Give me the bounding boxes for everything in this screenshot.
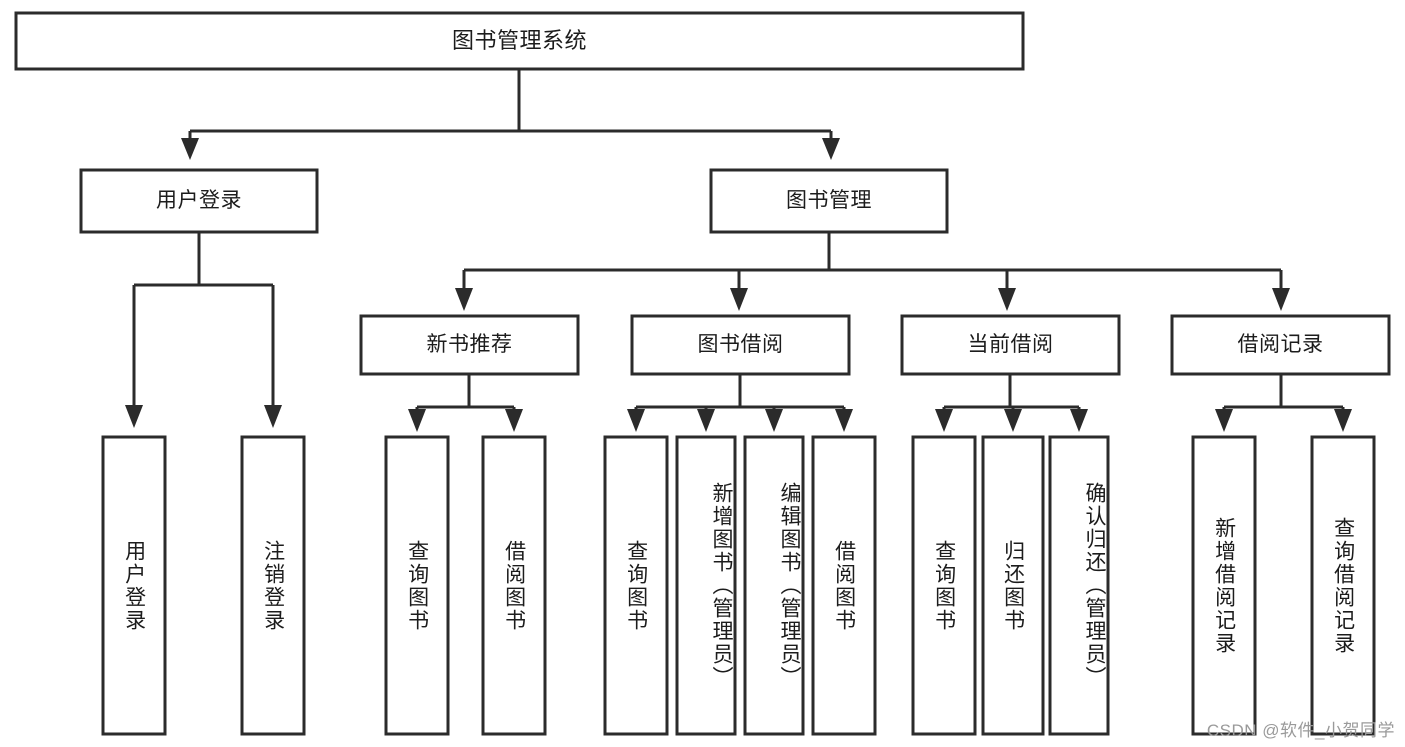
- node-box-leaf-borrow-book-2[interactable]: [811, 435, 877, 736]
- node-box-leaf-confirm-return[interactable]: [1048, 435, 1110, 736]
- arrow-head-borrow-book-2: [835, 409, 853, 432]
- arrow-head-book-manage: [822, 138, 840, 160]
- node-box-leaf-query-book-2[interactable]: [603, 435, 669, 736]
- node-box-leaf-query-book-1[interactable]: [384, 435, 450, 736]
- node-box-borrow-record[interactable]: [1170, 314, 1391, 376]
- arrow-head-query-book-2: [627, 409, 645, 432]
- node-box-leaf-query-record[interactable]: [1310, 435, 1376, 736]
- arrow-head-user-login-leaf: [125, 405, 143, 428]
- arrow-head-user-login: [181, 138, 199, 160]
- node-box-user-login[interactable]: [79, 168, 319, 234]
- node-box-leaf-return-book[interactable]: [981, 435, 1045, 736]
- edge-group-current-borrow: [935, 374, 1088, 432]
- arrow-head-confirm-return: [1070, 409, 1088, 432]
- arrow-head-query-book-1: [408, 409, 426, 432]
- edge-group-root: [181, 69, 840, 160]
- arrow-head-return-book: [1004, 409, 1022, 432]
- arrow-head-query-record: [1334, 409, 1352, 432]
- edge-group-book-manage: [455, 232, 1290, 311]
- node-box-leaf-borrow-book-1[interactable]: [481, 435, 547, 736]
- node-box-leaf-logout[interactable]: [240, 435, 306, 736]
- node-box-leaf-add-record[interactable]: [1191, 435, 1257, 736]
- watermark-text: CSDN @软件_小贺同学: [1206, 721, 1395, 740]
- edge-group-new-book-rec: [408, 374, 523, 432]
- arrow-head-query-book-3: [935, 409, 953, 432]
- node-box-leaf-add-book[interactable]: [675, 435, 737, 736]
- node-box-leaf-edit-book[interactable]: [743, 435, 805, 736]
- arrow-head-add-book: [697, 409, 715, 432]
- arrow-head-borrow-book-1: [505, 409, 523, 432]
- node-box-book-manage[interactable]: [709, 168, 949, 234]
- arrow-head-new-book-rec: [455, 288, 473, 311]
- arrow-head-current-borrow: [998, 288, 1016, 311]
- edge-group-book-borrow: [627, 374, 853, 432]
- edge-group-borrow-record: [1215, 374, 1352, 432]
- arrow-head-edit-book: [765, 409, 783, 432]
- edge-group-user-login: [125, 232, 282, 428]
- arrow-head-book-borrow: [730, 288, 748, 311]
- node-box-leaf-query-book-3[interactable]: [911, 435, 977, 736]
- arrow-head-logout-leaf: [264, 405, 282, 428]
- node-box-leaf-user-login[interactable]: [101, 435, 167, 736]
- node-box-current-borrow[interactable]: [900, 314, 1121, 376]
- arrow-head-add-record: [1215, 409, 1233, 432]
- arrow-head-borrow-record: [1272, 288, 1290, 311]
- node-box-root[interactable]: [14, 11, 1025, 71]
- node-box-new-book-rec[interactable]: [359, 314, 580, 376]
- node-box-book-borrow[interactable]: [630, 314, 851, 376]
